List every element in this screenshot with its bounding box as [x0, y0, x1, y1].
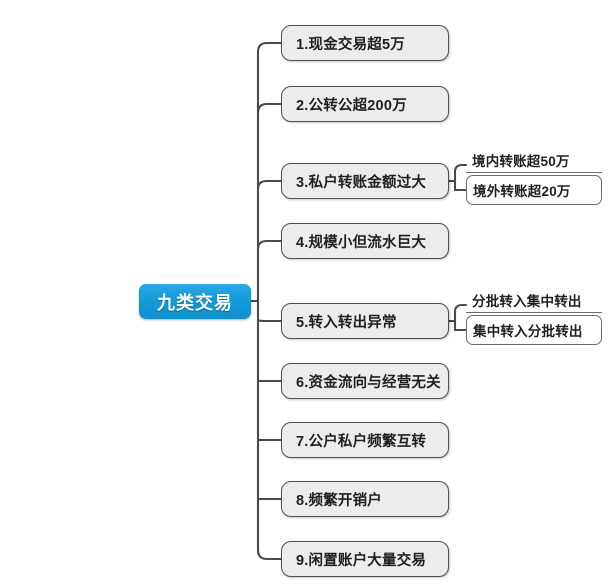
branch-node-8[interactable]: 8.频繁开销户: [281, 481, 449, 517]
branch-node-9-label: 9.闲置账户大量交易: [296, 552, 427, 569]
branch-node-3-label: 3.私户转账金额过大: [296, 174, 427, 191]
sub-node-5-1[interactable]: 分批转入集中转出: [466, 287, 602, 313]
sub-elbow-3-1: [453, 163, 468, 174]
branch-node-5[interactable]: 5.转入转出异常: [281, 303, 449, 339]
sub-node-5-1-label: 分批转入集中转出: [472, 293, 582, 309]
sub-node-3-2[interactable]: 境外转账超20万: [466, 175, 602, 205]
sub-node-3-1[interactable]: 境内转账超50万: [466, 147, 602, 173]
branch-node-6[interactable]: 6.资金流向与经营无关: [281, 363, 449, 399]
sub-node-3-1-label: 境内转账超50万: [472, 153, 570, 169]
sub-node-3-2-label: 境外转账超20万: [473, 184, 571, 199]
sub-node-5-2[interactable]: 集中转入分批转出: [466, 315, 602, 345]
branch-elbow-9: [256, 548, 283, 561]
sub-node-5-2-label: 集中转入分批转出: [473, 324, 583, 339]
branch-node-4[interactable]: 4.规模小但流水巨大: [281, 223, 449, 259]
sub-elbow-5-1: [453, 303, 468, 314]
branch-node-3[interactable]: 3.私户转账金额过大: [281, 163, 449, 199]
branch-node-1-label: 1.现金交易超5万: [296, 36, 405, 53]
branch-elbow-4: [256, 239, 283, 251]
branch-elbow-2: [256, 102, 283, 115]
branch-node-1[interactable]: 1.现金交易超5万: [281, 25, 449, 61]
root-node[interactable]: 九类交易: [139, 284, 251, 319]
branch-node-2-label: 2.公转公超200万: [296, 97, 407, 114]
root-node-label: 九类交易: [157, 292, 233, 313]
branch-elbow-5: [256, 318, 283, 323]
branch-node-7[interactable]: 7.公户私户频繁互转: [281, 422, 449, 458]
branch-node-9[interactable]: 9.闲置账户大量交易: [281, 541, 449, 577]
branch-node-4-label: 4.规模小但流水巨大: [296, 234, 427, 251]
branch-node-6-label: 6.资金流向与经营无关: [296, 374, 441, 391]
branch-node-5-label: 5.转入转出异常: [296, 314, 397, 331]
branch-elbow-3: [256, 179, 283, 191]
branch-node-2[interactable]: 2.公转公超200万: [281, 86, 449, 122]
branch-elbow-1: [256, 41, 283, 54]
branch-node-8-label: 8.频繁开销户: [296, 492, 382, 509]
branch-node-7-label: 7.公户私户频繁互转: [296, 433, 427, 450]
